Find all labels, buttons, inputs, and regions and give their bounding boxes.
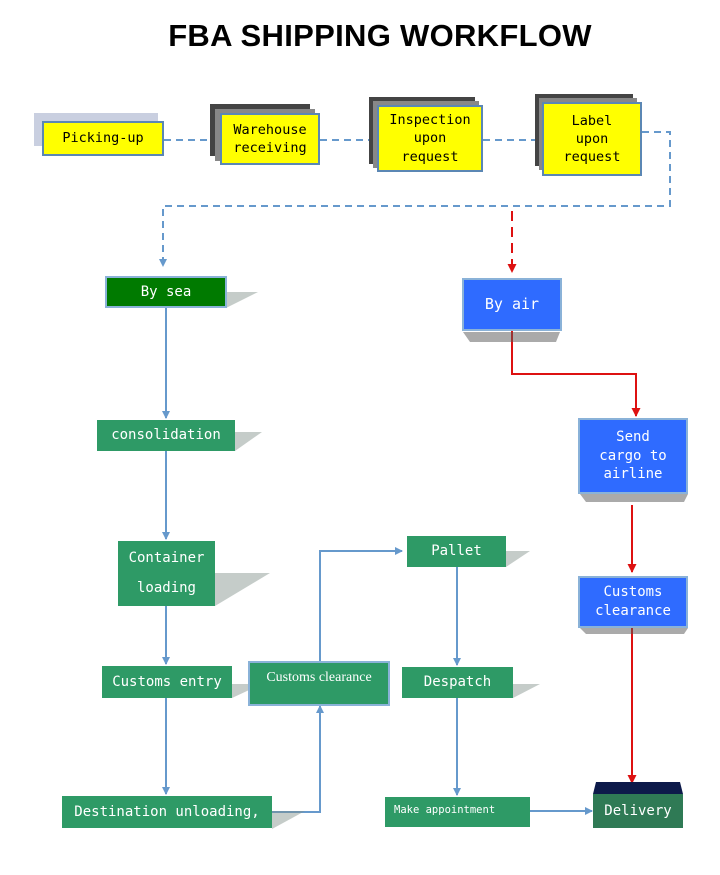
air-customs-clearance-node: Customs clearance — [578, 576, 688, 628]
destination-unloading-node: Destination unloading, — [62, 796, 272, 828]
sea-customs-clearance-node: Customs clearance — [248, 661, 390, 706]
container-loading-node: Container loading — [118, 541, 215, 606]
delivery-node: Delivery — [593, 794, 683, 828]
label-node: Label upon request — [542, 102, 642, 176]
warehouse-receiving-node: Warehouse receiving — [220, 113, 320, 165]
by-air-node: By air — [462, 278, 562, 331]
by-sea-node: By sea — [105, 276, 227, 308]
connector-label-to-sea — [159, 131, 671, 267]
picking-up-node: Picking-up — [42, 121, 164, 156]
despatch-node: Despatch — [402, 667, 513, 698]
consolidation-node: consolidation — [97, 420, 235, 451]
send-cargo-node: Send cargo to airline — [578, 418, 688, 494]
connector-destination-clearance — [272, 705, 324, 813]
connector-clearance-pallet — [319, 547, 403, 661]
page-title: FBA SHIPPING WORKFLOW — [168, 18, 592, 53]
delivery-top-face — [593, 782, 683, 794]
connector-air-send — [511, 331, 641, 417]
pallet-node: Pallet — [407, 536, 506, 567]
inspection-node: Inspection upon request — [377, 105, 483, 172]
make-appointment-node: Make appointment — [385, 797, 530, 827]
customs-entry-node: Customs entry — [102, 666, 232, 698]
